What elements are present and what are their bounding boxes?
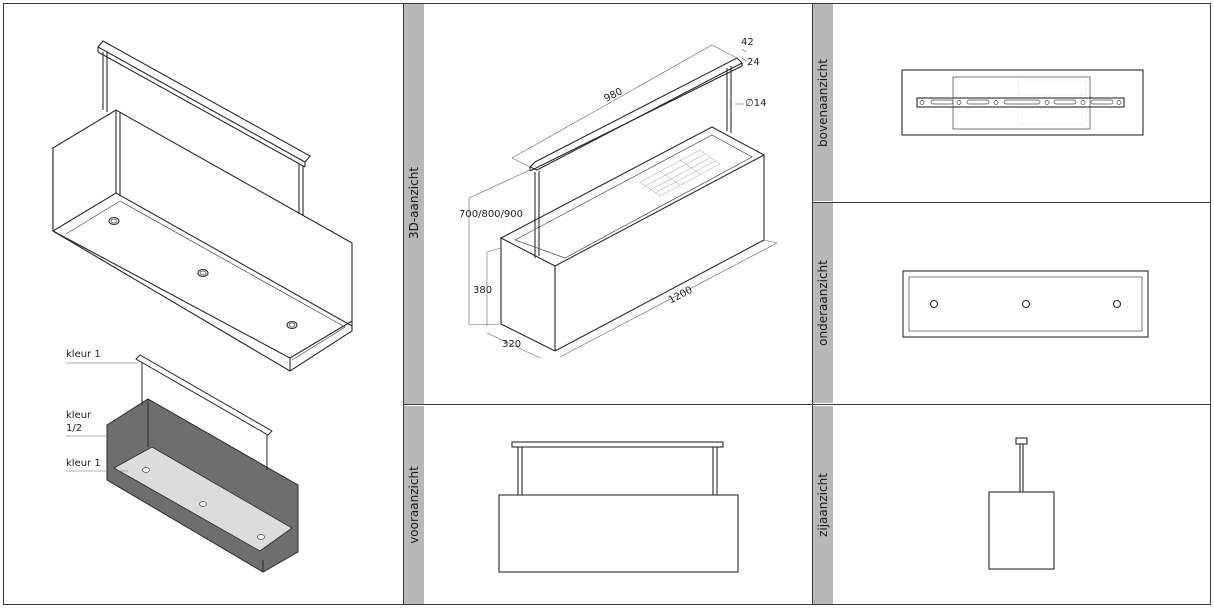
hood-isometric-large	[52, 40, 353, 372]
dim-body-height: 380	[473, 285, 493, 296]
light-bottom-1-icon	[929, 299, 939, 309]
color-label-rail: kleur 1	[66, 349, 101, 360]
band-bottom-view	[813, 203, 833, 403]
band-side-view	[813, 406, 833, 604]
front-view-drawing	[498, 441, 739, 573]
light-1-icon	[108, 216, 120, 226]
color-label-body-2: 1/2	[66, 423, 83, 434]
separator-right-1	[813, 202, 1211, 203]
color-label-body-1: kleur	[66, 410, 92, 421]
band-top-view	[813, 4, 833, 201]
dim-body-depth: 320	[502, 339, 522, 350]
separator-vertical-left	[403, 4, 404, 604]
light-bottom-2-icon	[1021, 299, 1031, 309]
filter-dots-icon	[1017, 79, 1087, 125]
filter-grid-icon	[639, 149, 721, 197]
dim-rail-width: 24	[747, 57, 760, 68]
dim-rail-height: 42	[741, 37, 754, 48]
hood-3d-dimensioned	[468, 44, 778, 359]
hood-isometric-color	[66, 354, 299, 573]
dim-total-height: 700/800/900	[459, 209, 523, 220]
band-3d-view	[404, 4, 424, 404]
separator-right-2	[813, 404, 1211, 405]
separator-middle	[404, 404, 833, 405]
color-label-bottom: kleur 1	[66, 458, 101, 469]
band-front-view	[404, 406, 424, 604]
light-3-icon	[286, 320, 298, 330]
separator-vertical-right	[812, 4, 813, 604]
light-2-icon	[197, 268, 209, 278]
dim-rod-diameter: ∅14	[745, 98, 767, 109]
drawing-frame	[3, 3, 1211, 605]
light-bottom-3-icon	[1112, 299, 1122, 309]
